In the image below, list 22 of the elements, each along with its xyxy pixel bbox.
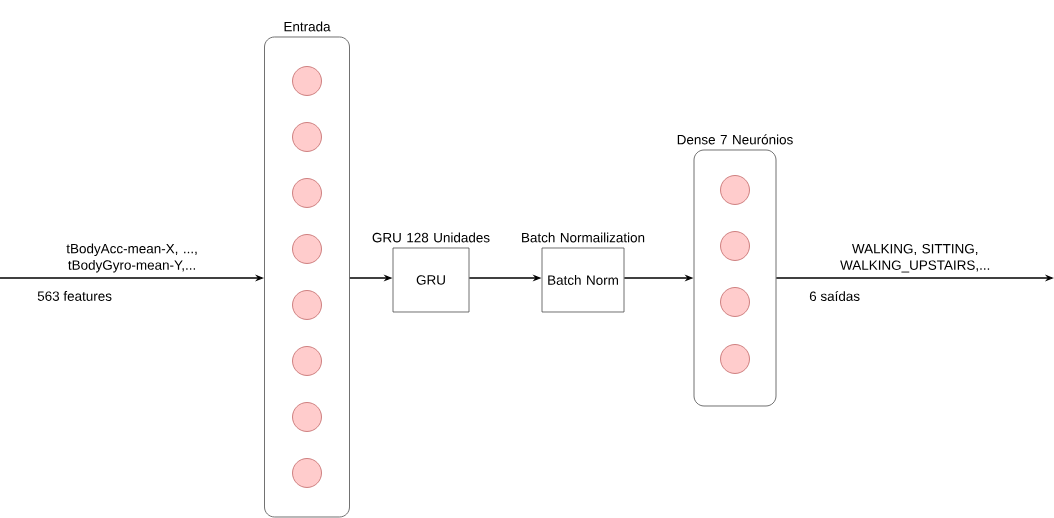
- layer-title: GRU 128 Unidades: [372, 232, 490, 243]
- neuron-circle: [292, 66, 322, 96]
- layer-title: Entrada: [284, 21, 331, 32]
- neuron-circle: [292, 346, 322, 376]
- count-label: 563 features: [37, 291, 112, 301]
- neuron-circle: [292, 178, 322, 208]
- neuron-circle: [292, 402, 322, 432]
- edge-label: WALKING, SITTING, WALKING_UPSTAIRS,...: [840, 243, 990, 273]
- neuron-circle: [292, 290, 322, 320]
- layer-title: Batch Normailization: [522, 232, 645, 243]
- edge-label: tBodyAcc-mean-X, ..., tBodyGyro-mean-Y,...: [66, 243, 197, 273]
- neuron-circle: [720, 287, 750, 317]
- layer-label: Batch Norm: [548, 275, 618, 285]
- neuron-circle: [292, 122, 322, 152]
- neuron-circle: [720, 231, 750, 261]
- layer-label: GRU: [416, 275, 445, 285]
- neuron-circle: [292, 234, 322, 264]
- neuron-circle: [720, 344, 750, 374]
- neuron-circle: [720, 175, 750, 205]
- layer-title: Dense 7 Neurónios: [677, 134, 793, 145]
- neuron-circle: [292, 458, 322, 488]
- count-label: 6 saídas: [809, 290, 860, 301]
